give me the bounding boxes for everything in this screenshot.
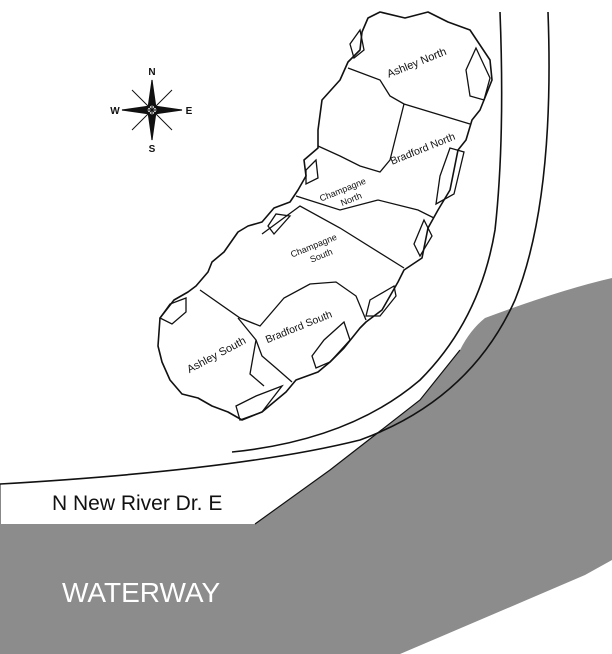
compass-n: N: [148, 67, 155, 78]
balcony-6: [311, 320, 351, 369]
balcony-3: [435, 147, 465, 206]
divider-bradford-north-bottom: [377, 199, 435, 219]
divider-champagne-north-top: [317, 103, 405, 173]
divider-ashley-south: [237, 317, 265, 387]
waterway-area: [0, 278, 612, 654]
balcony-2: [465, 46, 491, 101]
compass-rose: [121, 79, 183, 141]
balcony-4: [413, 218, 433, 258]
inner-road-edge: [231, 11, 503, 453]
divider-ashley-north: [347, 67, 471, 125]
compass-e: E: [186, 106, 193, 117]
divider-bradford-south-bottom: [255, 339, 293, 383]
compass-w: W: [110, 106, 120, 117]
waterway-label: WATERWAY: [62, 577, 220, 608]
divider-bradford-south-top: [199, 281, 367, 327]
balcony-5: [365, 284, 397, 317]
divider-champagne-mid: [295, 195, 379, 211]
balcony-9: [267, 213, 292, 236]
street-label: N New River Dr. E: [52, 492, 222, 515]
street-outer-edge: [0, 11, 550, 485]
balcony-1: [349, 28, 365, 60]
compass-s: S: [149, 144, 156, 155]
balcony-7: [235, 384, 284, 421]
balcony-10: [305, 158, 319, 186]
balcony-8: [159, 297, 187, 325]
divider-champagne-south-bottom: [261, 205, 405, 269]
